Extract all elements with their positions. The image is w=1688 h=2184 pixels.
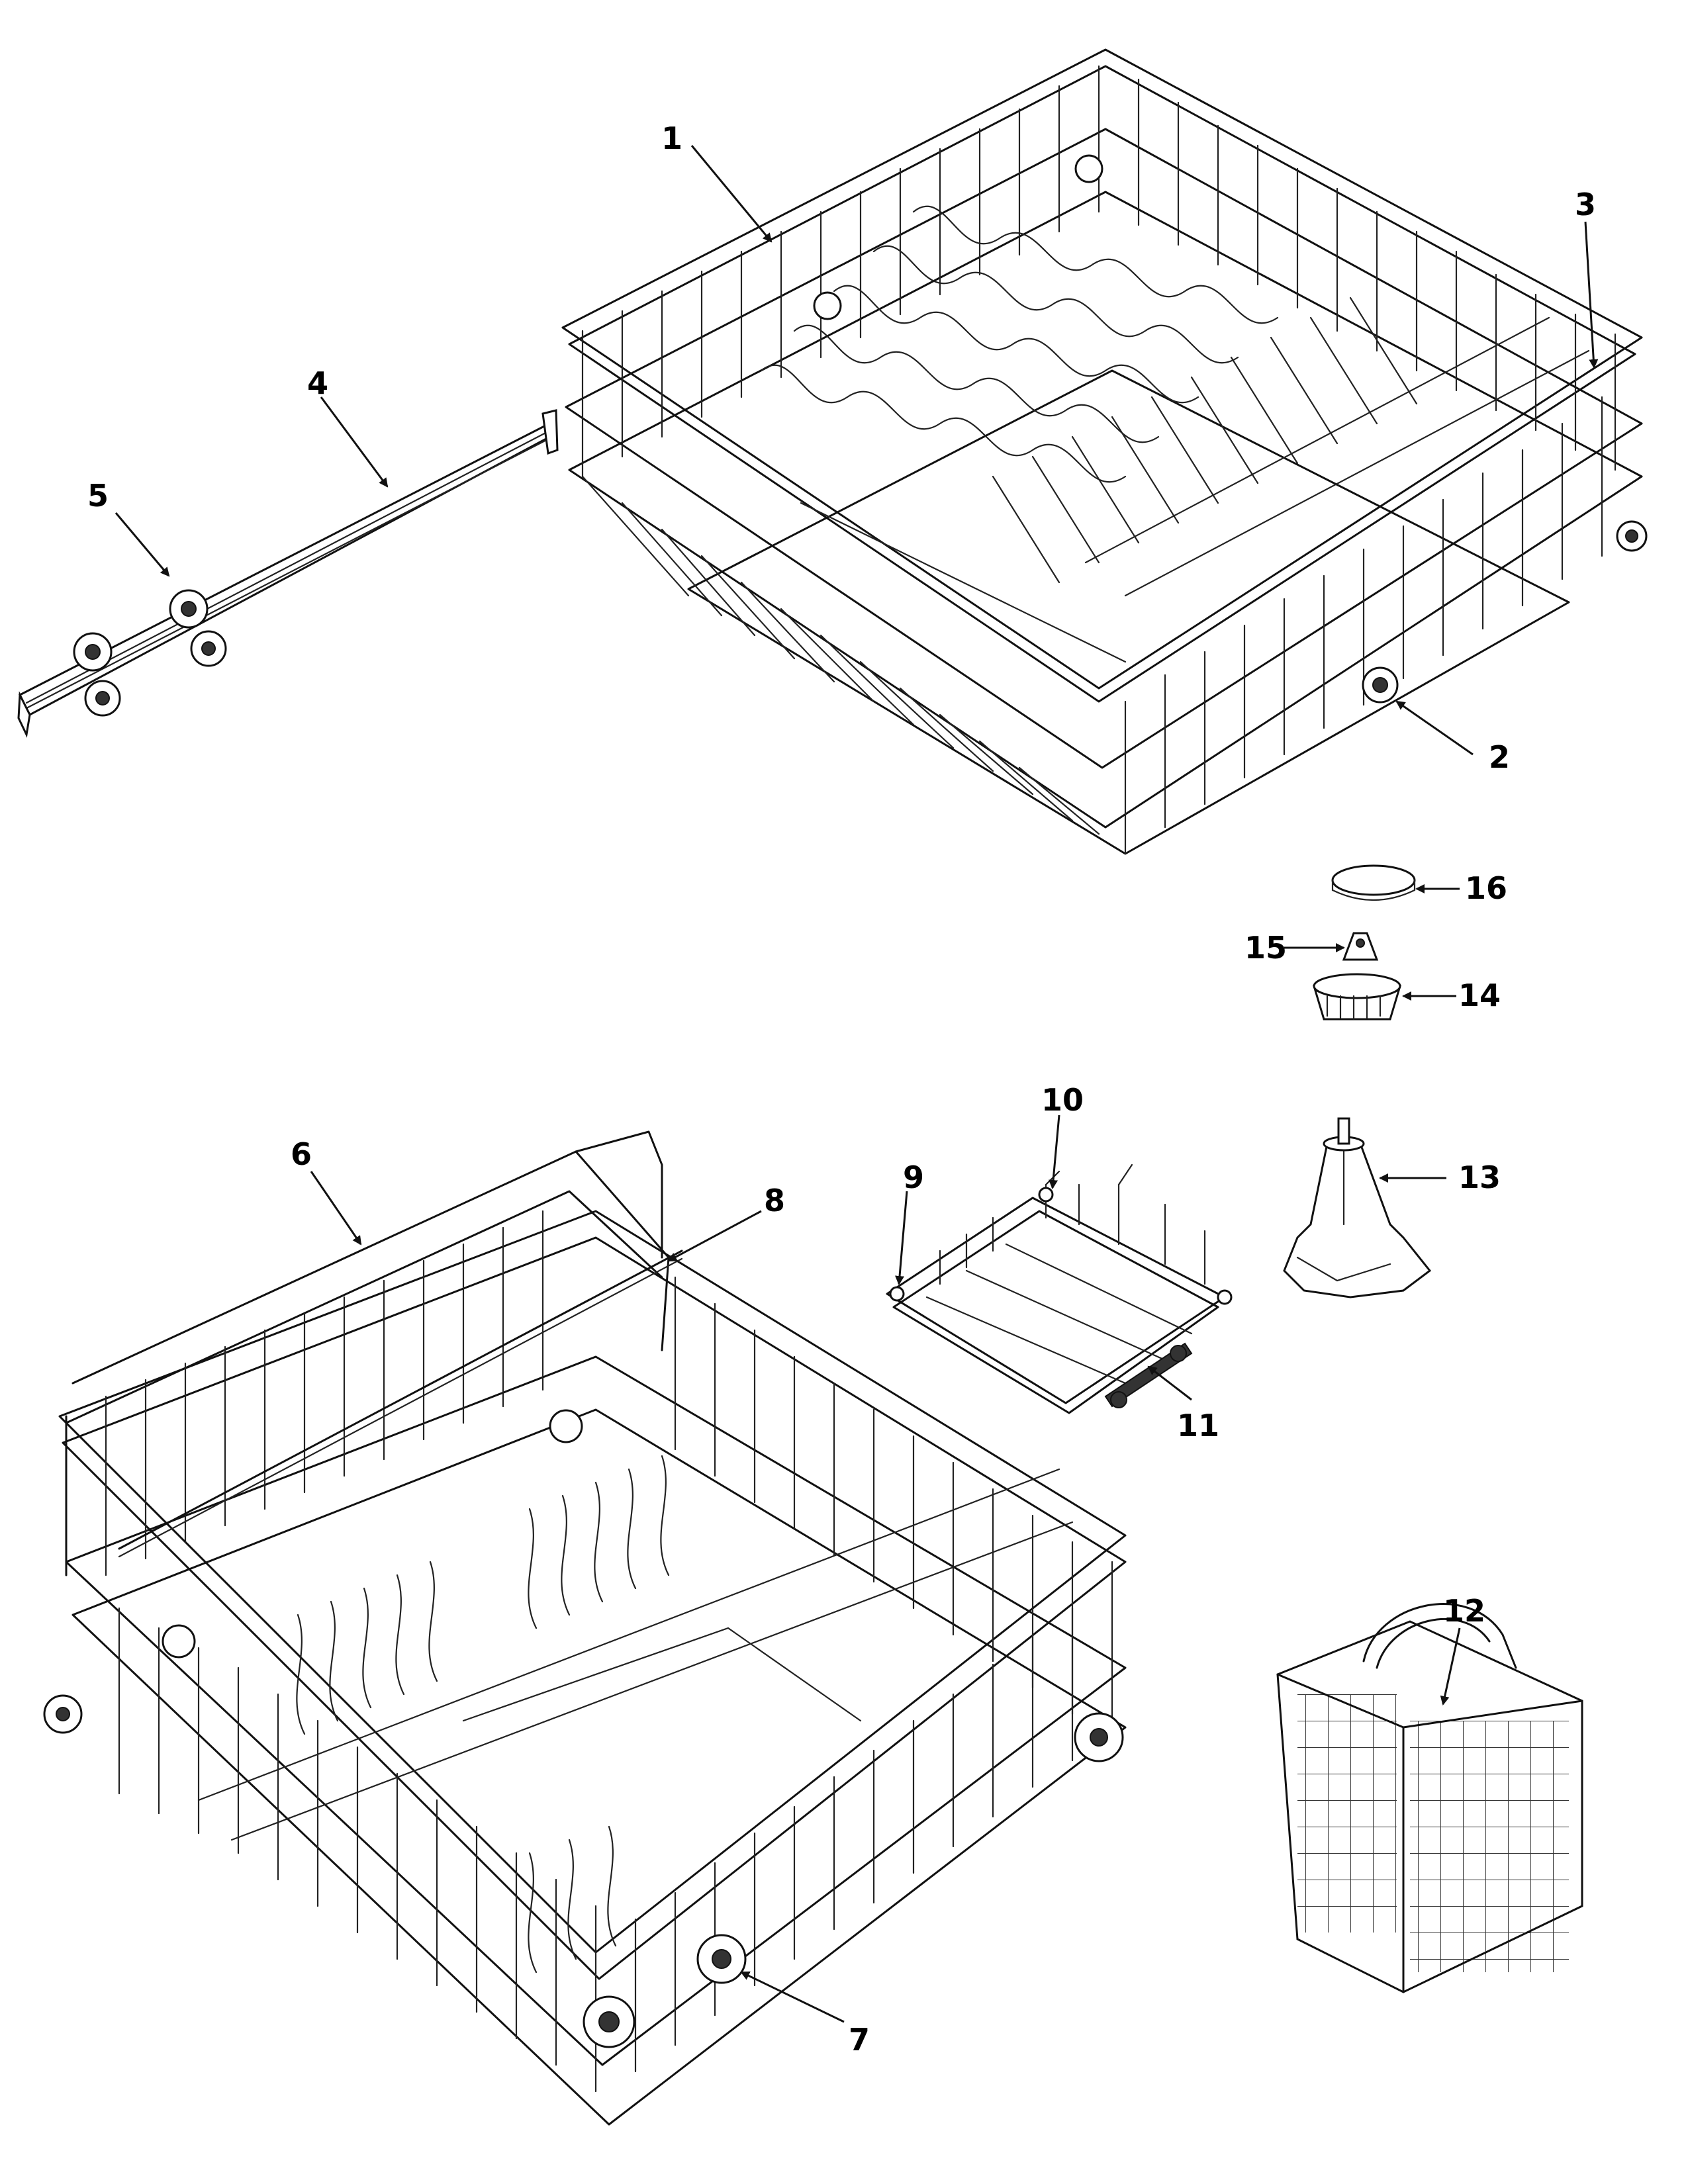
callout-7: 7 — [849, 2022, 870, 2058]
callout-15: 15 — [1244, 930, 1287, 966]
callout-13: 13 — [1458, 1160, 1501, 1195]
callout-2: 2 — [1489, 739, 1510, 775]
leader-6 — [310, 1171, 362, 1246]
callout-9: 9 — [903, 1160, 924, 1195]
upper-rack-drawing — [561, 48, 1648, 855]
track-roller-wheels-drawing — [73, 589, 227, 717]
silverware-basket-drawing — [1276, 1603, 1583, 1993]
tower-nut-drawing — [1312, 973, 1402, 1021]
callout-14: 14 — [1458, 978, 1501, 1013]
callout-11: 11 — [1177, 1408, 1219, 1443]
callout-16: 16 — [1465, 870, 1507, 906]
leader-2 — [1395, 700, 1474, 756]
lower-rack-drawing — [43, 1130, 1127, 2126]
spray-tower-drawing — [1283, 1117, 1432, 1298]
leader-12 — [1440, 1627, 1461, 1706]
callout-10: 10 — [1041, 1082, 1084, 1118]
leader-11 — [1147, 1365, 1192, 1401]
callout-4: 4 — [307, 365, 328, 401]
callout-12: 12 — [1443, 1593, 1485, 1629]
cup-shelf-drawing — [886, 1163, 1233, 1414]
callout-5: 5 — [87, 478, 109, 514]
leader-1 — [690, 145, 773, 243]
upper-rack-track-drawing — [17, 409, 559, 738]
callout-3: 3 — [1575, 187, 1596, 222]
leader-5 — [115, 512, 170, 577]
leader-10 — [1049, 1115, 1060, 1189]
callout-labels: 1 2 3 4 5 6 7 8 9 10 11 12 13 14 15 16 — [87, 120, 1596, 2058]
leader-9 — [895, 1191, 908, 1285]
callout-1: 1 — [661, 120, 682, 156]
leader-7 — [740, 1971, 845, 2023]
leader-4 — [320, 396, 389, 488]
lower-rack-wheels-drawing — [583, 1934, 747, 2048]
callout-6: 6 — [291, 1136, 312, 1172]
leader-lines — [115, 145, 1599, 2023]
leader-3 — [1584, 221, 1599, 369]
tower-nozzle-drawing — [1342, 932, 1379, 961]
leader-8 — [667, 1210, 762, 1262]
callout-8: 8 — [764, 1183, 785, 1218]
tower-cap-drawing — [1331, 864, 1416, 901]
